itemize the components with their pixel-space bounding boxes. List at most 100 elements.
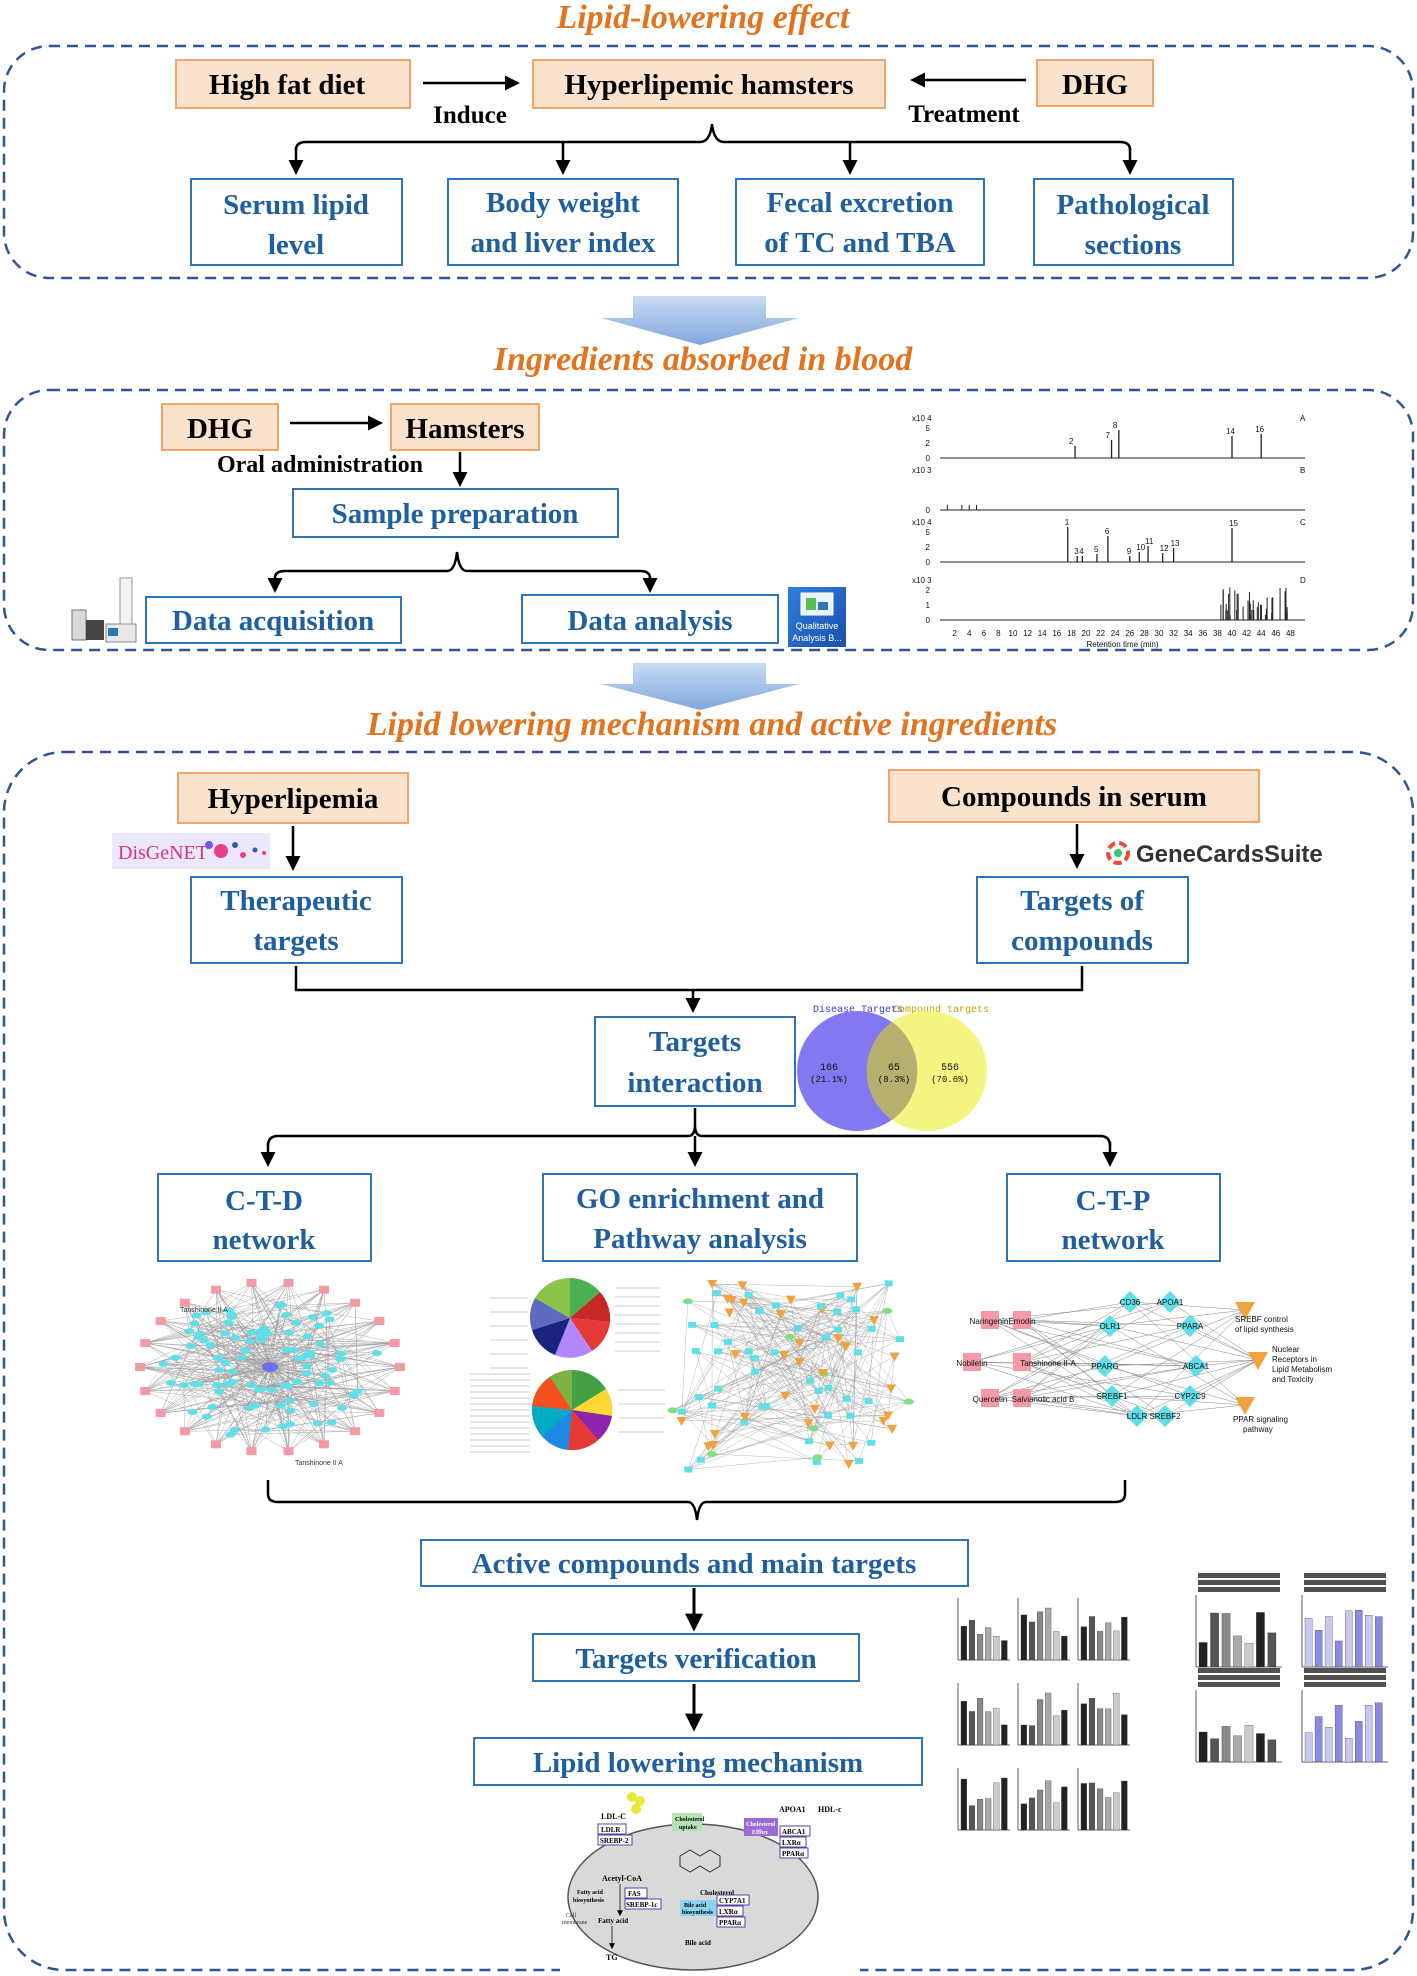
ctp-compound-node [963, 1353, 981, 1371]
ctd-edge [145, 1389, 259, 1392]
ctd-edge [288, 1320, 380, 1333]
ctd-edge [160, 1320, 318, 1424]
ctd-target-node [297, 1354, 308, 1361]
pathway-edge [681, 1301, 688, 1412]
ctd-edge [194, 1366, 271, 1385]
ctd-edge [160, 1312, 327, 1414]
pathway-edge [729, 1283, 889, 1313]
chrom-peak-c-label: 13 [1171, 539, 1180, 548]
pathway-edge [714, 1324, 763, 1407]
ctd-edge [215, 1289, 297, 1324]
hamsters-label: Hamsters [405, 413, 524, 445]
ctd-edge [289, 1400, 356, 1432]
pathway-edge [775, 1283, 889, 1306]
chrom-peak-c-label: 11 [1145, 537, 1154, 546]
pathway-node [712, 1290, 721, 1297]
chrom-peak-a-label: 16 [1255, 425, 1264, 434]
ctd-edge [286, 1342, 395, 1351]
ctp-edge [1169, 1301, 1259, 1361]
pathway-edge [672, 1299, 852, 1411]
ctd-edge [306, 1320, 380, 1374]
pathway-edge [714, 1324, 869, 1402]
chrom-peak-c-label: 4 [1079, 547, 1084, 556]
genecards-logo: GeneCardsSuite [1106, 841, 1323, 868]
ctp-edge [1021, 1325, 1111, 1363]
pathway-edge [672, 1361, 800, 1411]
pathway-edge [748, 1294, 847, 1399]
pathway-edge [744, 1422, 830, 1446]
pathway-edge [774, 1339, 901, 1353]
high-fat-diet-label: High fat diet [209, 69, 366, 101]
pathway-edge [700, 1415, 851, 1460]
pathway-edge [797, 1286, 858, 1329]
verification-chart-1 [1017, 1598, 1070, 1661]
pathway-edge [688, 1295, 841, 1470]
ctd-edge [269, 1366, 318, 1424]
pathway-edge [695, 1350, 828, 1416]
ctp-label-abca1: ABCA1 [1183, 1362, 1210, 1371]
ctd-target-node [301, 1370, 312, 1377]
pathway-edge [681, 1415, 888, 1422]
mech-fas: FAS [628, 1890, 641, 1898]
ctd-edge [194, 1282, 289, 1324]
chrom-peak-a-label: 7 [1106, 431, 1111, 440]
fecal-excretion-line2: of TC and TBA [764, 227, 956, 259]
pathway-node [889, 1352, 900, 1362]
pathway-node [824, 1441, 835, 1451]
pathway-edge [846, 1283, 889, 1399]
pathway-node [823, 1412, 832, 1419]
chrom-xtick: 32 [1169, 629, 1178, 638]
ctd-edge [232, 1289, 325, 1315]
software-icon-label-2: Analysis B... [792, 633, 842, 643]
ctp-edge [971, 1361, 1138, 1417]
dhg-label-s1: DHG [1062, 69, 1128, 101]
ctd-target-node [158, 1360, 169, 1367]
pathway-edge [711, 1453, 860, 1462]
chrom-xtick: 48 [1286, 629, 1295, 638]
ctd-edge [215, 1289, 273, 1390]
section1-title: Lipid-lowering effect [555, 0, 851, 36]
ctd-target-node [244, 1338, 255, 1345]
pathway-node [814, 1387, 823, 1394]
chrom-scale-0: x10 4 [912, 414, 932, 423]
pathway-edge [711, 1305, 777, 1406]
ctp-edge [1021, 1319, 1166, 1417]
chrom-ytick: 0 [926, 558, 931, 567]
ctd-edge [269, 1325, 320, 1368]
ctd-target-node [308, 1314, 319, 1321]
pathway-edge [855, 1283, 889, 1310]
pathway-node [740, 1419, 749, 1426]
ctp-label-naringenin: Naringenin [970, 1317, 1009, 1326]
pathway-node [710, 1322, 719, 1329]
mech-tg: TG [606, 1953, 618, 1962]
pathway-edge [712, 1283, 858, 1353]
pathway-node [808, 1425, 819, 1432]
ctd-edge [216, 1302, 356, 1386]
pathway-node [836, 1292, 845, 1299]
hyperlipemic-hamsters-box: Hyperlipemic hamsters [532, 59, 886, 109]
ctd-edge [145, 1342, 256, 1406]
pathway-node [714, 1348, 723, 1355]
ctp-label-srebp-control: SREBF control [1235, 1315, 1288, 1324]
ctd-compound-node [389, 1386, 400, 1395]
chrom-ytick: 5 [926, 528, 931, 537]
ctd-target-node [199, 1337, 210, 1344]
ctd-compound-node [179, 1427, 190, 1436]
therapeutic-targets-box: Therapeutic targets [190, 876, 403, 964]
pathway-node [853, 1349, 862, 1356]
pathway-edge [887, 1310, 901, 1340]
mech-hdl-c: HDL-c [818, 1805, 842, 1814]
verification-charts-graphic [957, 1573, 1388, 1831]
pathway-node [887, 1424, 898, 1434]
ctp-edge [1136, 1359, 1259, 1417]
ctd-edge [145, 1342, 199, 1385]
ctp-edge [1109, 1309, 1246, 1327]
ctp-label-cyp2c9: CYP2C9 [1174, 1392, 1206, 1401]
pathway-node [714, 1385, 723, 1392]
chrom-xtick: 6 [982, 629, 987, 638]
pathway-edge [688, 1457, 818, 1470]
ctd-edge [309, 1352, 401, 1368]
pathway-node [737, 1281, 748, 1291]
